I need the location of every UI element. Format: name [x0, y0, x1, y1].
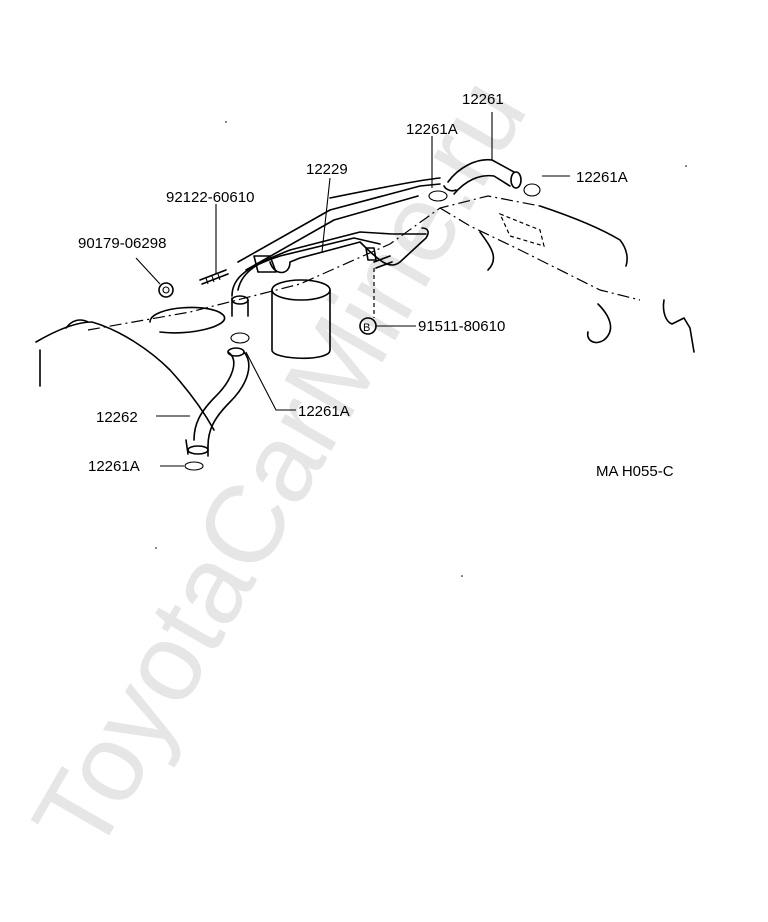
- bolt-marker: B: [363, 322, 370, 334]
- label-92122-60610: 92122-60610: [166, 189, 254, 206]
- label-12261A-bottom: 12261A: [88, 458, 140, 475]
- label-12261A-right: 12261A: [576, 169, 628, 186]
- figure-code: MA H055-C: [596, 463, 674, 480]
- bolt-marker-icon: [359, 317, 377, 335]
- small-parts: [158, 255, 393, 298]
- engine-outline: [35, 177, 695, 431]
- label-12261A-top: 12261A: [406, 121, 458, 138]
- label-12261: 12261: [462, 91, 504, 108]
- hose-12262: [185, 347, 250, 457]
- label-12262: 12262: [96, 409, 138, 426]
- filter-cylinder: [149, 279, 331, 360]
- label-90179-06298: 90179-06298: [78, 235, 166, 252]
- label-12229: 12229: [306, 161, 348, 178]
- label-91511-80610: 91511-80610: [418, 318, 505, 335]
- specks: [155, 121, 687, 577]
- part-labels: 12261 12261A 12261A 12229 92122-60610 90…: [78, 91, 674, 480]
- clip-icons: [184, 183, 541, 471]
- leader-lines: [135, 112, 570, 467]
- label-12261A-mid: 12261A: [298, 403, 350, 420]
- pipe-12229: [231, 183, 441, 317]
